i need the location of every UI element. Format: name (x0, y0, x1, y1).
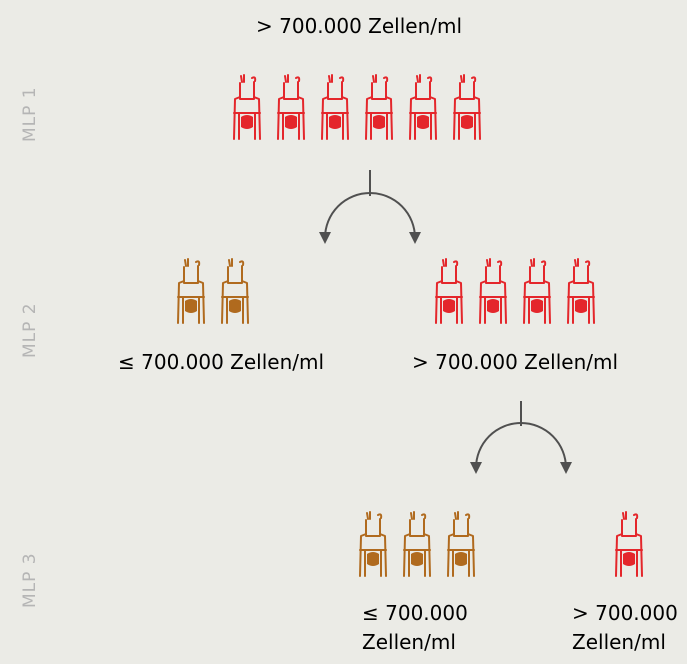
cow-icon (447, 511, 475, 577)
mlp3-high-caption-line1: > 700.000 (572, 601, 678, 625)
mlp2-high-cows (432, 257, 598, 325)
cow-icon (523, 258, 551, 324)
mlp3-low-caption-line2: Zellen/ml (362, 630, 456, 654)
mlp3-low-cows (356, 510, 478, 578)
mlp2-low-cows (174, 257, 252, 325)
mlp1-caption: > 700.000 Zellen/ml (256, 14, 463, 38)
cow-icon (403, 511, 431, 577)
cow-icon (567, 258, 595, 324)
cow-icon (233, 74, 261, 140)
cow-icon (177, 258, 205, 324)
cow-icon (321, 74, 349, 140)
cow-icon (359, 511, 387, 577)
mlp3-high-cows (612, 510, 646, 578)
cow-icon (409, 74, 437, 140)
cow-icon (453, 74, 481, 140)
mlp1-high-cows (230, 73, 484, 141)
mlp3-low-caption-line1: ≤ 700.000 (362, 601, 468, 625)
cow-icon (435, 258, 463, 324)
cow-icon (365, 74, 393, 140)
split-arrow-icon (470, 401, 572, 474)
cow-icon (277, 74, 305, 140)
mlp2-high-caption: > 700.000 Zellen/ml (412, 350, 619, 374)
cow-icon (615, 511, 643, 577)
cow-icon (221, 258, 249, 324)
cow-icon (479, 258, 507, 324)
mlp2-low-caption: ≤ 700.000 Zellen/ml (118, 350, 325, 374)
split-arrow-icon (319, 170, 421, 244)
mlp3-high-caption-line2: Zellen/ml (572, 630, 666, 654)
